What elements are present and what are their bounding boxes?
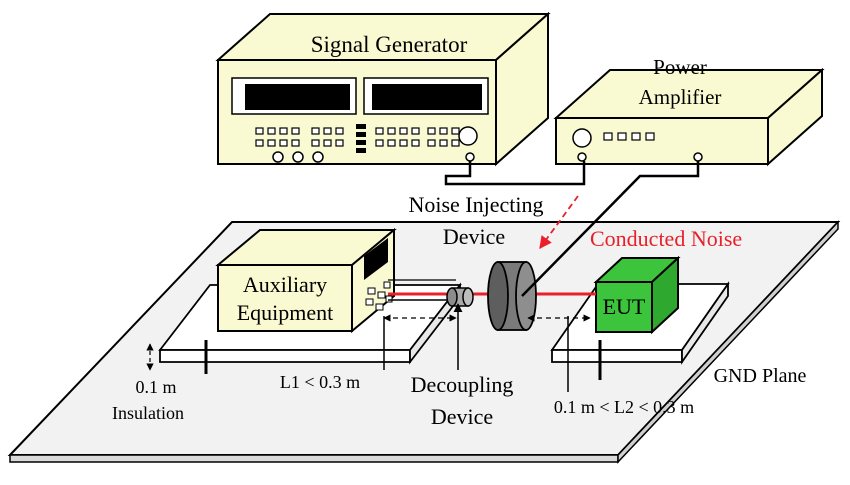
sg-display-left: [245, 84, 350, 110]
dimension-l2: [527, 314, 591, 392]
power-amplifier-label-line1: Power: [653, 55, 707, 79]
sg-black-keys: [356, 124, 366, 153]
decoupling-label-line1: Decoupling: [411, 372, 514, 397]
gnd-plane-label: GND Plane: [714, 365, 807, 387]
l1-label: L1 < 0.3 m: [280, 372, 360, 392]
insulation-label-line2: Insulation: [112, 403, 184, 423]
noise-injecting-label-line2: Device: [443, 224, 505, 249]
auxiliary-equipment: Auxiliary Equipment: [215, 227, 397, 334]
decoupling-label-line2: Device: [431, 404, 493, 429]
decoupling-device: [446, 287, 474, 307]
noise-injecting-device: [487, 261, 537, 331]
eut-box: EUT: [593, 255, 681, 335]
cable-harness: [388, 279, 596, 301]
signal-generator-label: Signal Generator: [311, 32, 468, 57]
aux-connector-dots: [365, 281, 393, 311]
power-amplifier-label-line2: Amplifier: [639, 85, 722, 109]
signal-generator: Signal Generator: [215, 11, 551, 167]
ground-straps: [204, 340, 602, 380]
insulation-label-line1: 0.1 m: [135, 377, 176, 397]
instrument-cables: [444, 161, 700, 297]
auxiliary-label-line1: Auxiliary: [243, 272, 327, 297]
power-amplifier: Power Amplifier: [553, 55, 825, 167]
l2-label: 0.1 m < L2 < 0.3 m: [554, 397, 694, 417]
conducted-noise-arrow: [539, 195, 579, 250]
noise-injecting-label-line1: Noise Injecting: [408, 192, 543, 217]
conducted-noise-label: Conducted Noise: [590, 226, 742, 251]
eut-label: EUT: [603, 294, 646, 319]
sg-knobs: [272, 126, 478, 163]
auxiliary-label-line2: Equipment: [237, 300, 334, 325]
sg-button-grid: [255, 127, 460, 147]
sg-display-right: [372, 84, 482, 110]
pa-buttons: [603, 132, 655, 141]
dimension-l1: [383, 314, 457, 370]
pa-knob: [572, 128, 592, 148]
